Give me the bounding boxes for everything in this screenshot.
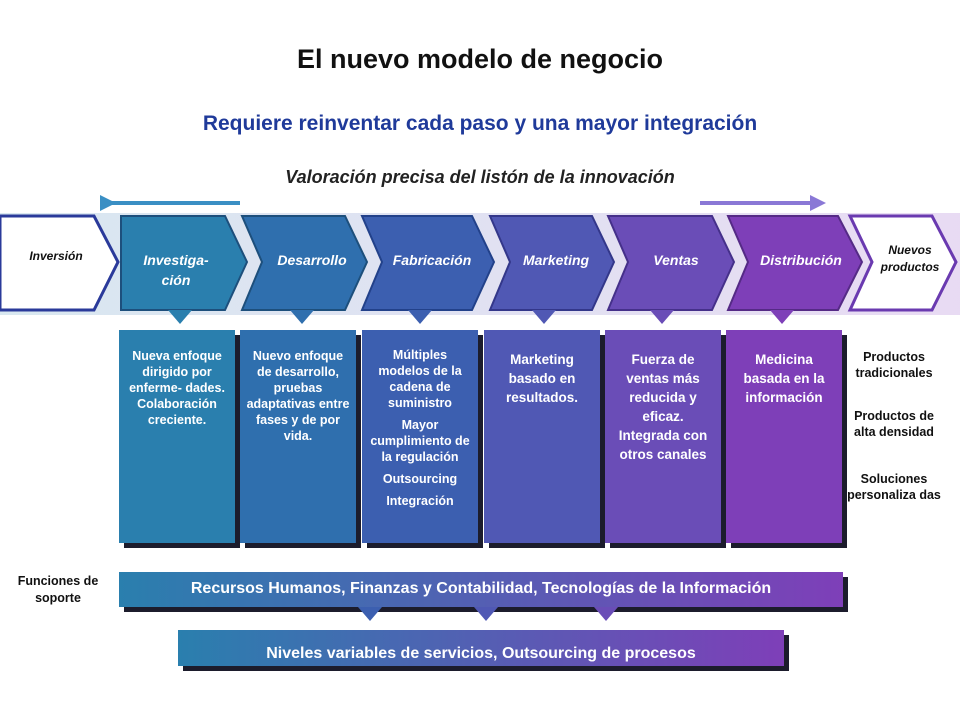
pointer-1 <box>168 310 192 324</box>
support-pointer-1 <box>358 607 382 621</box>
chevron-label-investigacion: Investiga- ción <box>143 252 209 288</box>
detail-box-4 <box>484 330 600 543</box>
support-functions-label: Funciones de soporte <box>17 574 99 605</box>
chevron-label-marketing: Marketing <box>522 252 590 268</box>
input-label: Inversión <box>29 249 83 263</box>
detail-text-1: Nueva enfoque dirigido por enferme- dade… <box>129 349 225 427</box>
chevron-label-desarrollo: Desarrollo <box>277 252 347 268</box>
detail-box-2 <box>240 330 356 543</box>
detail-box-5 <box>605 330 721 543</box>
detail-box-3 <box>362 330 478 543</box>
output-chevron <box>847 214 958 312</box>
pointer-6 <box>770 310 794 324</box>
output-label: Nuevos productos <box>880 243 940 274</box>
detail-box-6 <box>726 330 842 543</box>
valuation-caption: Valoración precisa del listón de la inno… <box>285 167 675 187</box>
chevron-investigacion <box>120 215 249 311</box>
support-bar-text: Recursos Humanos, Finanzas y Contabilida… <box>190 580 772 597</box>
support-pointer-3 <box>594 607 618 621</box>
right-item-2: Productos de alta densidad <box>854 409 934 439</box>
chevron-label-fabricacion: Fabricación <box>392 252 472 268</box>
services-bar-text: Niveles variables de servicios, Outsourc… <box>266 645 696 662</box>
input-chevron <box>0 214 120 312</box>
detail-text-2: Nuevo enfoque de desarrollo, pruebas ada… <box>246 349 350 443</box>
pointer-5 <box>650 310 674 324</box>
support-bar <box>119 572 843 607</box>
detail-text-5: Fuerza de ventas más reducida y eficaz. … <box>618 352 708 462</box>
detail-3-item-1: Múltiples modelos de la cadena de sumini… <box>378 348 462 410</box>
chevron-fabricacion <box>360 215 496 311</box>
page-title: El nuevo modelo de negocio <box>296 44 664 74</box>
chevron-label-ventas: Ventas <box>653 252 699 268</box>
chevron-ventas <box>606 215 736 311</box>
chevron-desarrollo <box>240 215 369 311</box>
detail-text-3: Múltiples modelos de la cadena de sumini… <box>368 347 472 509</box>
detail-text-4: Marketing basado en resultados. <box>505 352 579 405</box>
chevron-distribucion <box>726 215 864 311</box>
detail-box-1 <box>119 330 235 543</box>
pointer-2 <box>290 310 314 324</box>
services-bar <box>178 630 784 666</box>
pointer-3 <box>408 310 432 324</box>
subtitle: Requiere reinventar cada paso y una mayo… <box>202 112 758 135</box>
right-item-1: Productos tradicionales <box>855 350 933 380</box>
chevron-label-distribucion: Distribución <box>760 252 842 268</box>
chevron-marketing <box>488 215 616 311</box>
right-item-3: Soluciones personaliza das <box>847 472 941 502</box>
detail-3-item-3: Outsourcing <box>382 472 458 486</box>
detail-text-6: Medicina basada en la información <box>743 352 825 405</box>
support-pointer-2 <box>474 607 498 621</box>
pointer-4 <box>532 310 556 324</box>
detail-3-item-4: Integración <box>386 494 454 508</box>
detail-3-item-2: Mayor cumplimiento de la regulación <box>370 418 470 464</box>
